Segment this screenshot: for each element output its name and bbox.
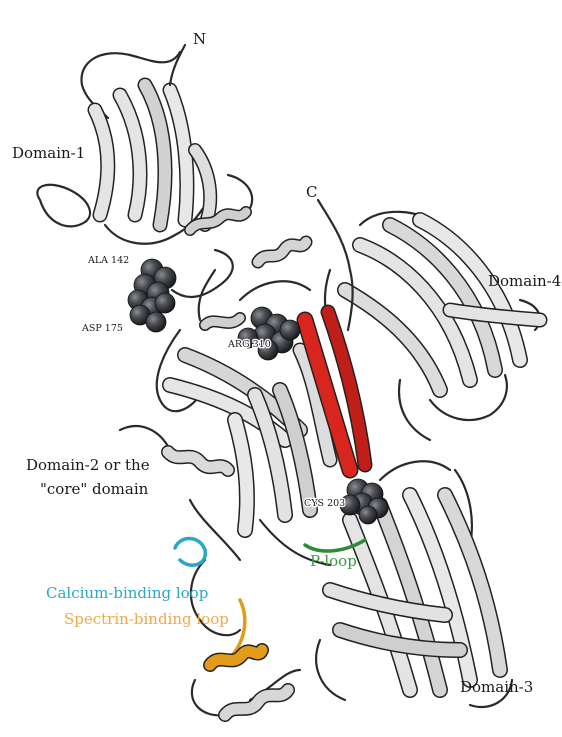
ala142-asp175-spheres (128, 259, 176, 332)
domain-3-label: Domain-3 (460, 678, 533, 696)
domain-1-strands (95, 85, 210, 225)
domain-2-label-line1: Domain-2 or the (26, 456, 150, 474)
arg310-label: ARG 310 (227, 339, 271, 350)
calcium-binding-loop-trace (175, 538, 205, 565)
n-terminus-tail (170, 45, 185, 85)
arg310-spheres (238, 307, 300, 360)
p-loop-label: P-loop (310, 552, 357, 570)
domain-2-label-line2: "core" domain (40, 480, 149, 498)
calcium-binding-loop-label: Calcium-binding loop (46, 584, 208, 602)
spectrin-binding-loop-label: Spectrin-binding loop (64, 610, 229, 628)
cys203-label: CYS 203 (304, 498, 345, 509)
n-terminus-label: N (193, 30, 206, 48)
domain-1-label: Domain-1 (12, 144, 85, 162)
domain-4-strands (345, 220, 540, 390)
domain-1-structure (37, 52, 252, 297)
domain-3-strands (330, 495, 500, 690)
ala142-label: ALA 142 (87, 255, 129, 266)
domain-4-label: Domain-4 (488, 272, 561, 290)
asp175-label: ASP 175 (81, 323, 123, 334)
c-terminus-label: C (306, 183, 317, 201)
